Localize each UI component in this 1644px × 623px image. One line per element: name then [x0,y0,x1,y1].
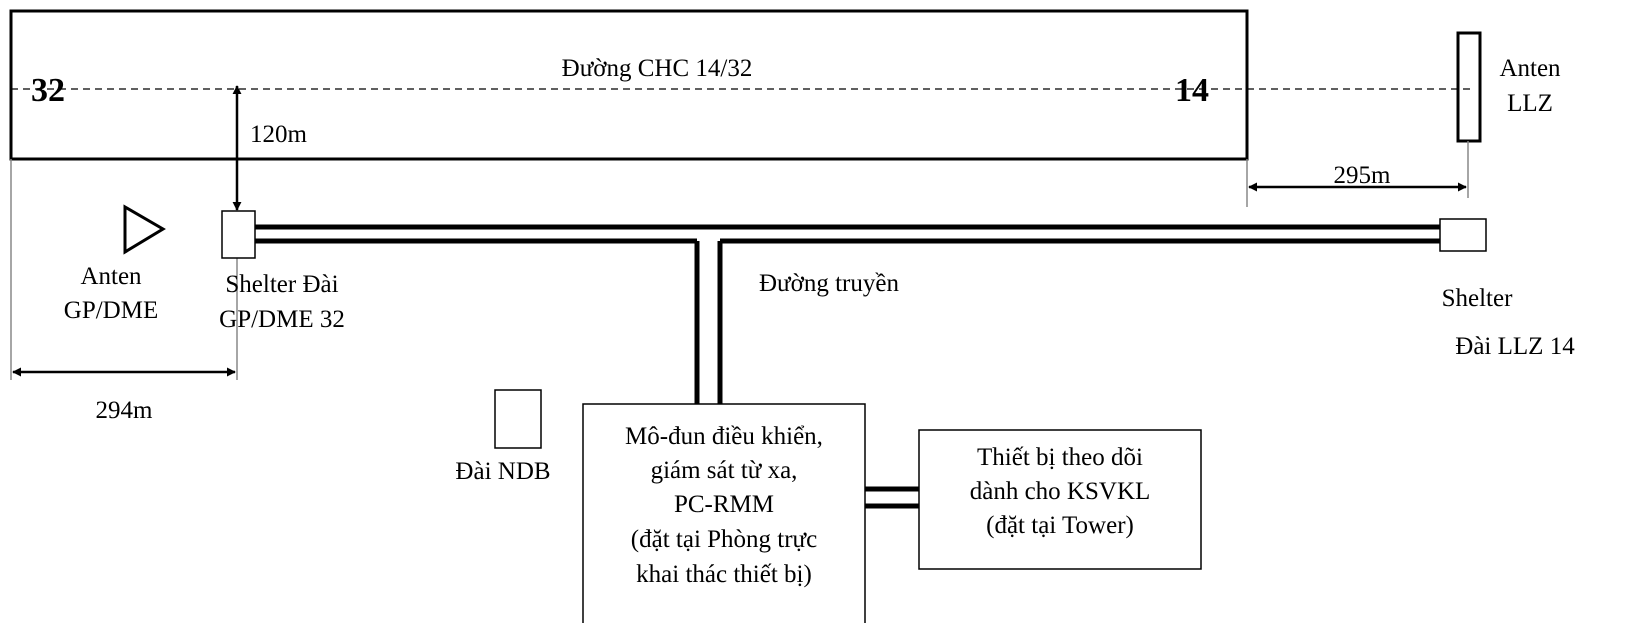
tower-monitor-box [918,429,1202,570]
ndb-label: Đài NDB [455,458,550,485]
control-module-line-4: (đặt tại Phòng trực [631,526,817,553]
runway-title: Đường CHC 14/32 [562,55,753,82]
ndb-box [494,389,542,449]
dim-label-295m: 295m [1334,162,1392,189]
llz-shelter-label-1: Shelter [1442,285,1513,312]
control-module-line-2: giám sát từ xa, [651,457,798,484]
control-module-line-3: PC-RMM [674,491,774,518]
dim-label-294m: 294m [96,397,154,424]
llz-antenna [1456,31,1482,143]
control-module-box [582,403,866,623]
module-tower-link [865,486,919,509]
control-module-line-5: khai thác thiết bị) [636,561,812,588]
gp-antenna-label-1: Anten [80,263,142,290]
gp-antenna-icon [123,204,166,255]
control-module-line-1: Mô-đun điều khiển, [625,423,823,450]
dim-label-120m: 120m [250,121,308,148]
llz-antenna-label-2: LLZ [1507,90,1553,117]
gp-shelter-label-2: GP/DME 32 [219,306,345,333]
tower-monitor-line-1: Thiết bị theo dõi [977,444,1143,471]
transmission-line-label: Đường truyền [759,270,899,297]
llz-antenna-label-1: Anten [1499,55,1561,82]
tower-monitor-line-3: (đặt tại Tower) [986,512,1134,539]
gp-shelter [221,210,256,259]
llz-shelter [1439,218,1487,252]
transmission-line [255,224,1440,404]
gp-shelter-label-1: Shelter Đài [225,271,338,298]
llz-shelter-label-2: Đài LLZ 14 [1455,333,1575,360]
runway-rect [9,9,1249,161]
threshold-14: 14 [1175,72,1209,109]
threshold-32: 32 [31,72,65,109]
tower-monitor-line-2: dành cho KSVKL [970,478,1151,505]
gp-antenna-label-2: GP/DME [64,297,158,324]
